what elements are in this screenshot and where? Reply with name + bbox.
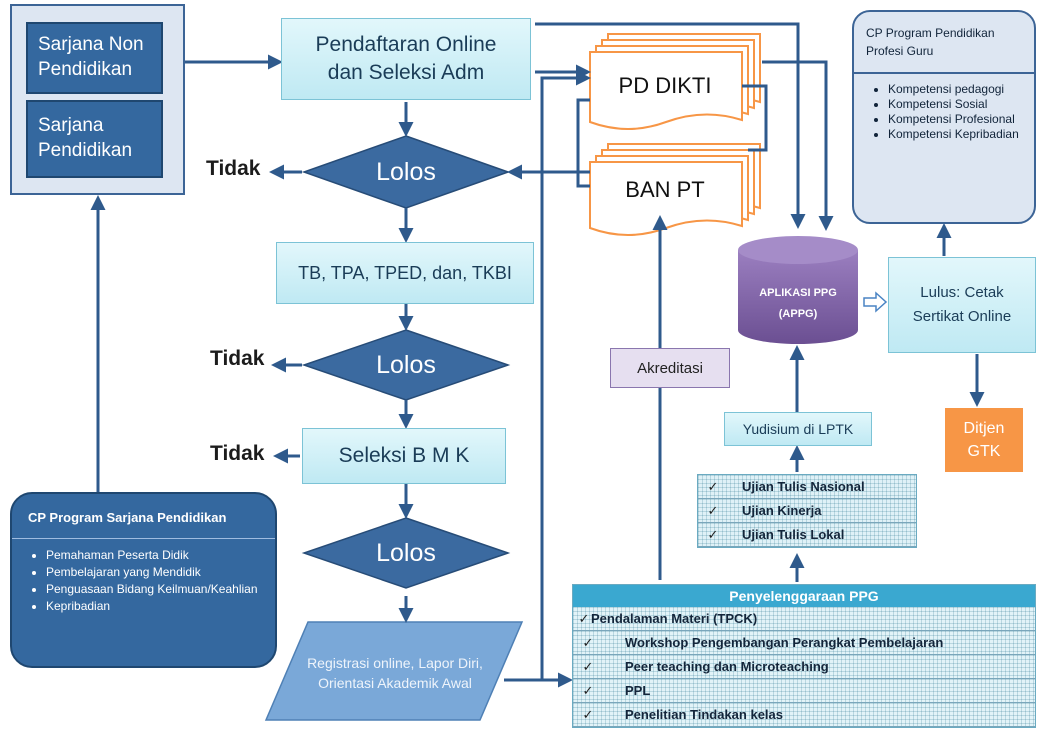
appg-label: APLIKASI PPG (APPG) [740,280,856,328]
cp-profesi-item: Kompetensi Profesional [888,112,1030,127]
pendaftaran-label: Pendaftaran Online dan Seleksi Adm [315,32,497,84]
tidak-3-label: Tidak [210,442,265,465]
lulus-label: Lulus: Cetak Sertikat Online [912,284,1012,325]
lolos-1-label: Lolos [376,157,436,186]
penyelenggaraan-item: ✓ Workshop Pengembangan Perangkat Pembela… [573,631,1035,655]
cp-profesi-item: Kompetensi pedagogi [888,82,1030,97]
check-icon: ✓ [707,526,719,542]
penyelenggaraan-item-label: Pendalaman Materi (TPCK) [591,611,758,626]
yudisium-label: Yudisium di LPTK [742,421,854,437]
appg-label-line2: (APPG) [778,308,818,320]
penyelenggaraan-panel: Penyelenggaraan PPG ✓Pendalaman Materi (… [572,584,1036,728]
pd-dikti-document [589,33,761,130]
penyelenggaraan-item-label: Penelitian Tindakan kelas [625,707,783,722]
penyelenggaraan-item: ✓ Penelitian Tindakan kelas [573,703,1035,727]
akreditasi-label: Akreditasi [637,359,703,377]
penyelenggaraan-list: ✓Pendalaman Materi (TPCK)✓Workshop Penge… [573,607,1035,727]
check-icon: ✓ [707,478,719,494]
cp-sarjana-item: Pembelajaran yang Mendidik [46,564,275,581]
seleksi-bmk-box: Seleksi B M K [302,428,506,484]
cp-profesi-item: Kompetensi Sosial [888,97,1030,112]
ban-pt-document [589,143,761,236]
pendaftaran-box: Pendaftaran Online dan Seleksi Adm [281,18,531,100]
cp-profesi-title: CP Program Pendidikan Profesi Guru [854,12,1034,74]
ujian-item: ✓ Ujian Tulis Lokal [698,523,916,547]
check-icon: ✓ [582,682,594,698]
cp-profesi-list: Kompetensi pedagogiKompetensi SosialKomp… [854,74,1034,142]
tidak-1-label: Tidak [206,157,261,180]
bracket-pddikti-right [742,84,768,152]
ban-pt-label: BAN PT [625,177,705,202]
penyelenggaraan-item-label: Workshop Pengembangan Perangkat Pembelaj… [625,635,944,650]
pd-dikti-label: PD DIKTI [618,73,712,98]
ditjen-gtk-box: Ditjen GTK [945,408,1023,472]
appg-to-lulus-arrow [863,291,888,313]
registrasi-label: Registrasi online, Lapor Diri, Orientasi… [307,654,483,691]
registrasi-parallelogram [264,621,524,721]
penyelenggaraan-title: Penyelenggaraan PPG [573,585,1035,607]
cp-sarjana-list: Pemahaman Peserta DidikPembelajaran yang… [12,539,275,615]
bracket-pddikti-left [576,98,590,188]
yudisium-box: Yudisium di LPTK [724,412,872,446]
lolos-2-label: Lolos [376,350,436,379]
penyelenggaraan-item: ✓Pendalaman Materi (TPCK) [573,607,1035,631]
tes-label: TB, TPA, TPED, dan, TKBI [298,262,512,283]
sarjana-non-pendidikan-box: Sarjana Non Pendidikan [26,22,163,94]
arrow-pddikti-to-appg [762,60,834,231]
penyelenggaraan-item-label: PPL [625,683,651,698]
sarjana-non-pendidikan-label: Sarjana Non Pendidikan [38,34,144,80]
ujian-item-label: Ujian Kinerja [742,503,822,518]
cp-sarjana-title: CP Program Sarjana Pendidikan [12,494,275,539]
lulus-box: Lulus: Cetak Sertikat Online [888,257,1036,353]
ujian-item-label: Ujian Tulis Nasional [742,479,865,494]
penyelenggaraan-item: ✓ Peer teaching dan Microteaching [573,655,1035,679]
arrow-registrasi-to-penyelenggaraan [504,70,591,682]
check-icon: ✓ [582,658,594,674]
cp-sarjana-item: Penguasaan Bidang Keilmuan/Keahlian [46,581,275,598]
penyelenggaraan-item: ✓ PPL [573,679,1035,703]
check-icon: ✓ [578,610,590,626]
lolos-3-label: Lolos [376,538,436,567]
cp-sarjana-item: Kepribadian [46,598,275,615]
ujian-item: ✓ Ujian Tulis Nasional [698,475,916,499]
sarjana-pendidikan-box: Sarjana Pendidikan [26,100,163,178]
check-icon: ✓ [707,502,719,518]
appg-label-line1: APLIKASI PPG [759,287,837,300]
ujian-item: ✓ Ujian Kinerja [698,499,916,523]
appg-cylinder [738,236,858,344]
ditjen-gtk-label: Ditjen GTK [963,419,1005,460]
tes-box: TB, TPA, TPED, dan, TKBI [276,242,534,304]
penyelenggaraan-item-label: Peer teaching dan Microteaching [625,659,829,674]
tidak-2-label: Tidak [210,347,265,370]
sarjana-pendidikan-label: Sarjana Pendidikan [38,115,133,161]
cp-sarjana-item: Pemahaman Peserta Didik [46,547,275,564]
akreditasi-box: Akreditasi [610,348,730,388]
ujian-list: ✓ Ujian Tulis Nasional ✓ Ujian Kinerja ✓ Ujia… [697,474,917,548]
arrow-pendaftaran-to-appg [535,22,806,229]
check-icon: ✓ [582,706,594,722]
check-icon: ✓ [582,634,594,650]
ujian-item-label: Ujian Tulis Lokal [742,527,845,542]
seleksi-bmk-label: Seleksi B M K [338,444,470,467]
cp-profesi-item: Kompetensi Kepribadian [888,127,1030,142]
lolos-3-diamond [301,517,511,589]
cp-sarjana-panel: CP Program Sarjana Pendidikan Pemahaman … [10,492,277,668]
cp-profesi-panel: CP Program Pendidikan Profesi Guru Kompe… [852,10,1036,224]
